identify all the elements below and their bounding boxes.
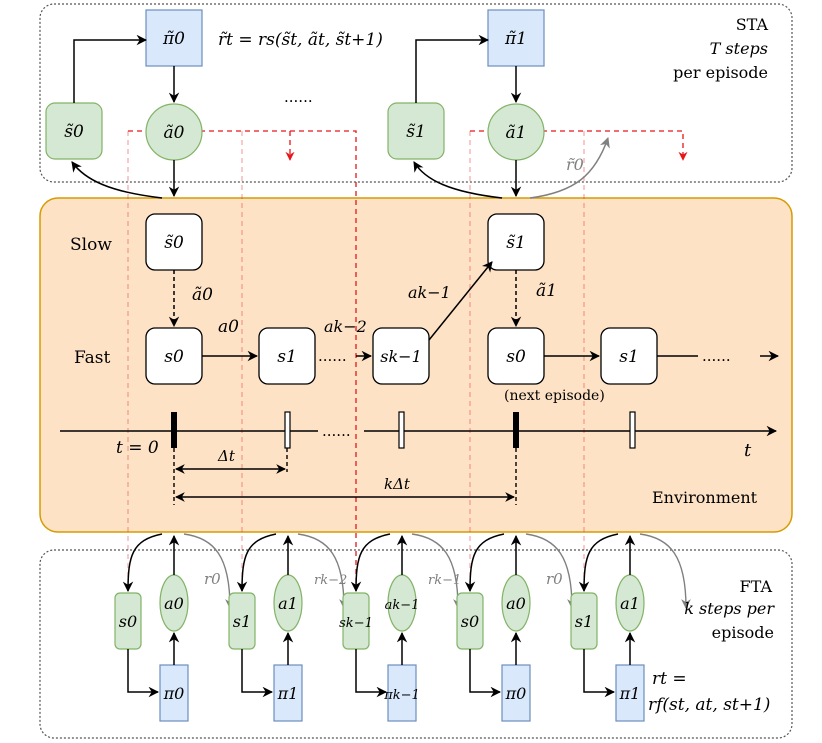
fta-reward-arrow-2 [411,533,463,609]
fta-action-label-4: a1 [620,594,640,613]
sta-reward-r0: r̃0 [566,155,584,174]
fta-state-label-4: s1 [575,612,593,631]
fast-ellipsis-1: ...... [318,347,347,365]
fta-action-label-2: ak−1 [385,598,420,613]
sta-per-episode: per episode [673,63,768,82]
sta-panel [39,3,793,183]
fta-state-label-2: sk−1 [339,616,373,631]
fast-ellipsis-2: ...... [702,347,731,365]
red-dashed-links [127,130,688,590]
fast-state-label-s0b: s0 [506,347,526,367]
slow-state-1: s̃1 [487,213,545,271]
fta-arrow-env-state-4 [578,533,619,593]
fta-reward-label-1: rk−2 [314,573,347,588]
fta-reward-arrow-0 [183,533,235,609]
sta-policy-node-0 [145,9,203,67]
sta-action-label-0: ã0 [164,123,185,143]
fast-state-label-sk1: sk−1 [380,347,422,366]
sta-title: STA [736,15,769,34]
fta-policy-node-0 [159,664,189,722]
fta-arrow-env-state-2 [350,533,391,593]
fta-action-label-1: a1 [278,594,298,613]
env-arrows [168,261,780,362]
slow-label: Slow [70,235,112,255]
sta-reward-equation: r̃t = rs(s̃t, ãt, s̃t+1) [218,30,383,50]
environment-label: Environment [652,488,758,507]
slow-state-label-1: s̃1 [506,233,526,253]
fta-policy-node-2 [387,664,417,722]
fta-reward-arrow-4 [639,533,691,609]
fta-reward-eq-1: rt = [652,669,687,689]
fta-reward-label-2: rk−1 [428,573,461,588]
fta-reward-label-0: r0 [204,570,221,588]
fta-arrow-state-policy-1 [241,649,274,698]
next-episode-label: (next episode) [504,388,605,404]
fta-arrow-env-state-1 [236,533,277,593]
sta-policy-label-1: π̃1 [504,29,527,49]
sta-reward-arrow [529,137,610,199]
slow-action-label-0: ã0 [192,285,213,305]
fast-label: Fast [74,348,111,368]
fta-reward-eq-2: rf(st, at, st+1) [648,695,770,715]
fta-state-label-0: s0 [119,612,137,631]
fta-state-label-1: s1 [233,612,251,631]
fta-policy-label-0: π0 [163,684,185,703]
tick-major-0 [171,412,177,448]
sta-arrows [71,34,522,199]
t-axis-label: t [744,440,752,461]
slow-action-label-1: ã1 [536,281,557,301]
fast-state-node-sk1 [372,327,430,385]
tick-minor-1 [284,411,291,449]
fta-arrow-env-state-0 [122,533,163,593]
fta-policy-label-4: π1 [619,684,641,703]
tick-minor-2 [398,411,405,449]
slow-state-0: s̃0 [145,213,203,271]
sta-group-0: π̃0 ã0 s̃0 [45,9,203,161]
sta-ellipsis: ...... [284,88,313,106]
fta-action-label-0: a0 [164,594,184,613]
fast-action-label-ak2: ak−2 [324,317,367,336]
sta-steps: T steps [710,39,768,58]
fta-groups: s0 a0 π0 r0 s1 a1 π1 rk−2 sk−1 ak−1 πk−1 rk−1 s0 a0 π0… [114,533,691,722]
fta-arrow-state-policy-4 [583,649,616,698]
fta-policy-label-3: π0 [505,684,527,703]
sta-policy-label-0: π̃0 [162,29,185,49]
tick-minor-3 [629,411,636,449]
fast-state-label-s1b: s1 [619,347,639,367]
sta-group-1: π̃1 ã1 s̃1 [387,9,545,161]
fta-title: FTA [740,577,773,596]
sta-state-label-1: s̃1 [406,122,426,142]
delta-t-label: Δt [217,447,236,465]
fast-state-label-s0: s0 [164,347,184,367]
k-delta-t-label: kΔt [384,475,411,493]
fta-arrow-state-policy-2 [355,649,388,698]
timeline-ellipsis: ...... [322,422,351,440]
fast-state-node-s1 [258,327,316,385]
fast-state-label-s1: s1 [277,347,297,367]
fast-action-label-ak1: ak−1 [408,283,451,302]
fta-arrow-state-policy-0 [127,649,160,698]
fta-reward-arrow-3 [525,533,577,609]
interval-markers [173,448,517,505]
sta-action-label-1: ã1 [506,123,527,143]
fta-reward-label-3: r0 [546,570,563,588]
tick-major-1 [513,412,519,448]
fta-episode: episode [712,623,774,642]
fta-policy-label-1: π1 [277,684,299,703]
fta-arrow-state-policy-3 [469,649,502,698]
slow-state-label-0: s̃0 [164,233,184,253]
sta-state-label-0: s̃0 [64,122,84,142]
timeline [60,411,778,449]
fta-state-label-3: s0 [461,612,479,631]
fta-reward-arrow-1 [297,533,349,609]
fta-action-label-3: a0 [506,594,526,613]
fast-action-label-a0: a0 [218,317,239,337]
t-zero-label: t = 0 [116,438,159,458]
fta-arrow-env-state-3 [464,533,505,593]
fta-steps: k steps per [684,599,775,618]
fta-panel [39,549,793,739]
fta-policy-label-2: πk−1 [383,688,420,703]
